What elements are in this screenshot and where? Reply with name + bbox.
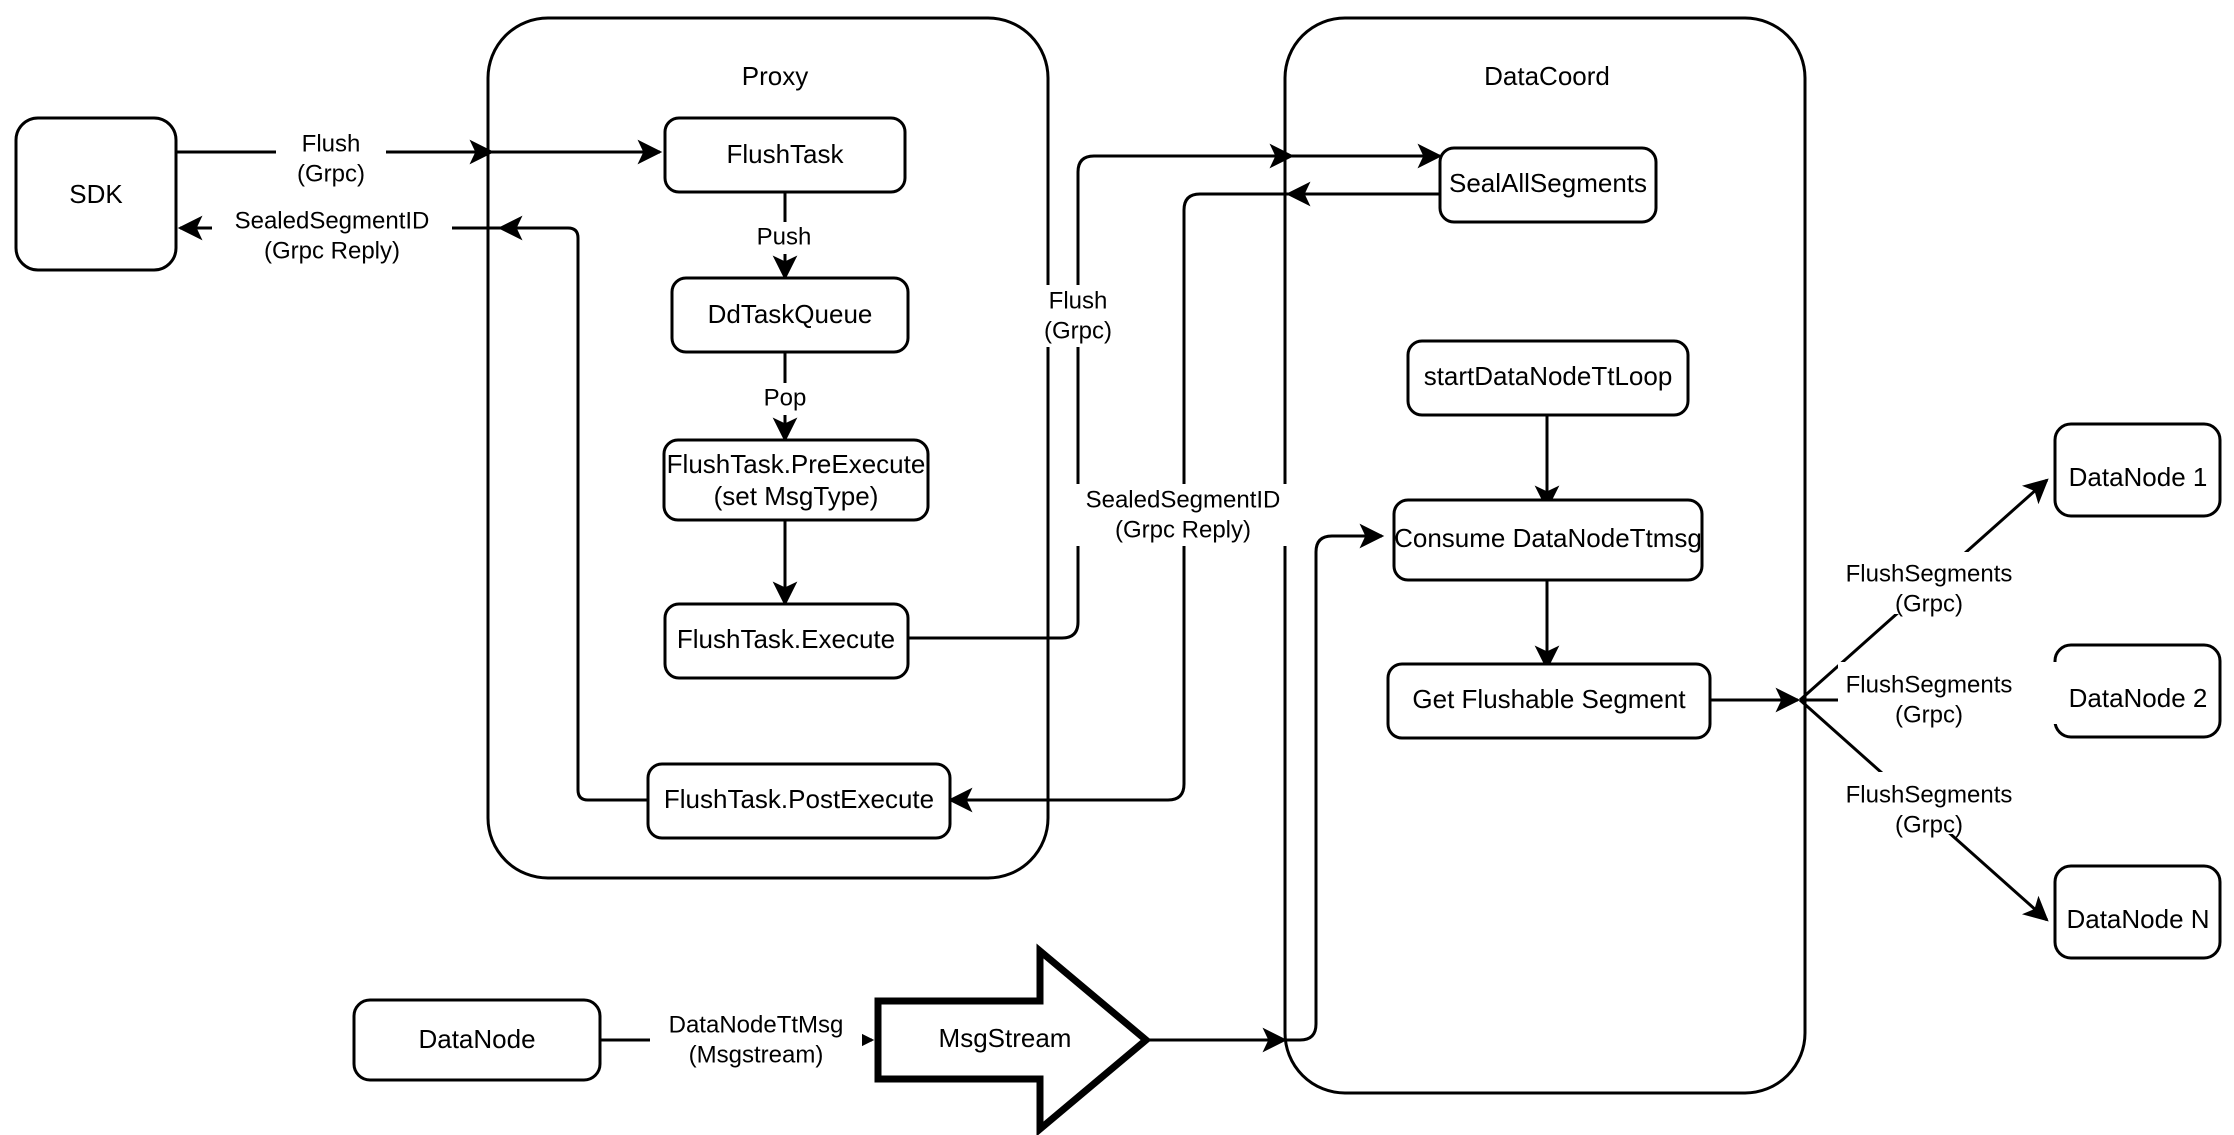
node-flushtask-execute-box[interactable]	[663, 602, 910, 680]
node-flushtask-execute-label: FlushTask.Execute	[677, 624, 895, 654]
node-datanode-n-box[interactable]	[2053, 864, 2222, 960]
node-sealallsegments-box[interactable]	[1438, 146, 1658, 224]
edge-label-flushsegments-1-line2: (Grpc)	[1895, 590, 1963, 617]
node-datanode-n-label: DataNode N	[2066, 904, 2209, 934]
node-msgstream[interactable]: MsgStream	[874, 943, 1152, 1135]
edge-label-sdk-flush-line2: (Grpc)	[297, 160, 365, 187]
edge-label-flushsegments-1: FlushSegments (Grpc)	[1838, 552, 2060, 617]
node-flushtask-preexecute[interactable]: FlushTask.PreExecute (set MsgType)	[662, 438, 930, 522]
node-ddtaskqueue-box[interactable]	[670, 276, 910, 354]
node-sdk-label: SDK	[69, 179, 123, 209]
node-ddtaskqueue-label: DdTaskQueue	[708, 299, 873, 329]
node-flushtask-box[interactable]	[663, 116, 907, 194]
edge-label-datanodettmsg: DataNodeTtMsg (Msgstream)	[650, 1008, 862, 1070]
node-datanode-1-box[interactable]	[2053, 422, 2222, 518]
edge-label-flushsegments-n-line1: FlushSegments	[1846, 781, 2013, 808]
node-msgstream-label: MsgStream	[939, 1023, 1072, 1053]
edge-postexecute-to-sdk	[177, 215, 648, 802]
node-flushtask-postexecute[interactable]: FlushTask.PostExecute	[646, 762, 952, 840]
node-datanode-n[interactable]: DataNode N	[2053, 864, 2222, 960]
edge-label-coord-flush: Flush (Grpc)	[1022, 285, 1134, 347]
node-msgstream-shape[interactable]	[874, 943, 1152, 1135]
node-datanode-2-label: DataNode 2	[2069, 683, 2208, 713]
edge-label-push-text: Push	[757, 223, 812, 250]
edge-label-pop-text: Pop	[764, 384, 807, 411]
edge-execute-to-sealallsegments	[908, 143, 1443, 640]
node-consume-datanodettmsg-label: Consume DataNodeTtmsg	[1394, 523, 1702, 553]
edge-label-coord-reply-line2: (Grpc Reply)	[1115, 516, 1251, 543]
node-sealallsegments[interactable]: SealAllSegments	[1438, 146, 1658, 224]
node-flushtask-preexecute-label-line1: FlushTask.PreExecute	[667, 449, 926, 479]
node-flushtask-preexecute-label-line2: (set MsgType)	[714, 481, 879, 511]
edge-label-coord-flush-line1: Flush	[1049, 287, 1108, 314]
edge-label-push: Push	[748, 222, 820, 254]
edge-label-sdk-reply: SealedSegmentID (Grpc Reply)	[212, 205, 452, 267]
node-flushtask-label: FlushTask	[726, 139, 844, 169]
node-datanode-2[interactable]: DataNode 2	[2053, 643, 2222, 739]
node-flushtask-preexecute-box[interactable]	[662, 438, 930, 522]
edge-label-flushsegments-n-line2: (Grpc)	[1895, 811, 1963, 838]
edge-label-sdk-flush: Flush (Grpc)	[276, 128, 386, 190]
edge-label-sdk-flush-line1: Flush	[302, 130, 361, 157]
node-ddtaskqueue[interactable]: DdTaskQueue	[670, 276, 910, 354]
node-startdatanodettloop-label: startDataNodeTtLoop	[1424, 361, 1673, 391]
edge-label-sdk-reply-line1: SealedSegmentID	[235, 207, 430, 234]
node-flushtask[interactable]: FlushTask	[663, 116, 907, 194]
node-datanode-1-label: DataNode 1	[2069, 462, 2208, 492]
edge-label-coord-reply: SealedSegmentID (Grpc Reply)	[1064, 484, 1306, 546]
edge-label-coord-flush-line2: (Grpc)	[1044, 317, 1112, 344]
edge-label-datanodettmsg-line2: (Msgstream)	[689, 1041, 824, 1068]
node-sealallsegments-label: SealAllSegments	[1449, 168, 1647, 198]
node-get-flushable-segment[interactable]: Get Flushable Segment	[1386, 662, 1712, 740]
edge-label-sdk-reply-line2: (Grpc Reply)	[264, 237, 400, 264]
node-sdk[interactable]: SDK	[14, 116, 178, 272]
node-datanode-source-label: DataNode	[418, 1024, 535, 1054]
proxy-container-title: Proxy	[742, 61, 808, 91]
node-sdk-box[interactable]	[14, 116, 178, 272]
edge-label-flushsegments-2: FlushSegments (Grpc)	[1838, 662, 2060, 728]
node-startdatanodettloop[interactable]: startDataNodeTtLoop	[1406, 339, 1690, 417]
node-flushtask-postexecute-label: FlushTask.PostExecute	[664, 784, 934, 814]
datacoord-container-title: DataCoord	[1484, 61, 1610, 91]
node-get-flushable-segment-box[interactable]	[1386, 662, 1712, 740]
edge-label-flushsegments-1-line1: FlushSegments	[1846, 560, 2013, 587]
edge-label-pop: Pop	[752, 383, 818, 415]
node-startdatanodettloop-box[interactable]	[1406, 339, 1690, 417]
node-consume-datanodettmsg[interactable]: Consume DataNodeTtmsg	[1392, 498, 1704, 582]
node-consume-datanodettmsg-box[interactable]	[1392, 498, 1704, 582]
node-datanode-1[interactable]: DataNode 1	[2053, 422, 2222, 518]
edge-label-coord-reply-line1: SealedSegmentID	[1086, 486, 1281, 513]
node-datanode-source-box[interactable]	[352, 998, 602, 1082]
edge-label-flushsegments-2-line1: FlushSegments	[1846, 671, 2013, 698]
edge-label-datanodettmsg-line1: DataNodeTtMsg	[669, 1011, 844, 1038]
node-flushtask-execute[interactable]: FlushTask.Execute	[663, 602, 910, 680]
edge-label-flushsegments-2-line2: (Grpc)	[1895, 701, 1963, 728]
node-get-flushable-segment-label: Get Flushable Segment	[1412, 684, 1686, 714]
node-datanode-source[interactable]: DataNode	[352, 998, 602, 1082]
edge-msgstream-to-consume	[1140, 523, 1385, 1042]
node-flushtask-postexecute-box[interactable]	[646, 762, 952, 840]
edge-label-flushsegments-n: FlushSegments (Grpc)	[1838, 772, 2060, 838]
